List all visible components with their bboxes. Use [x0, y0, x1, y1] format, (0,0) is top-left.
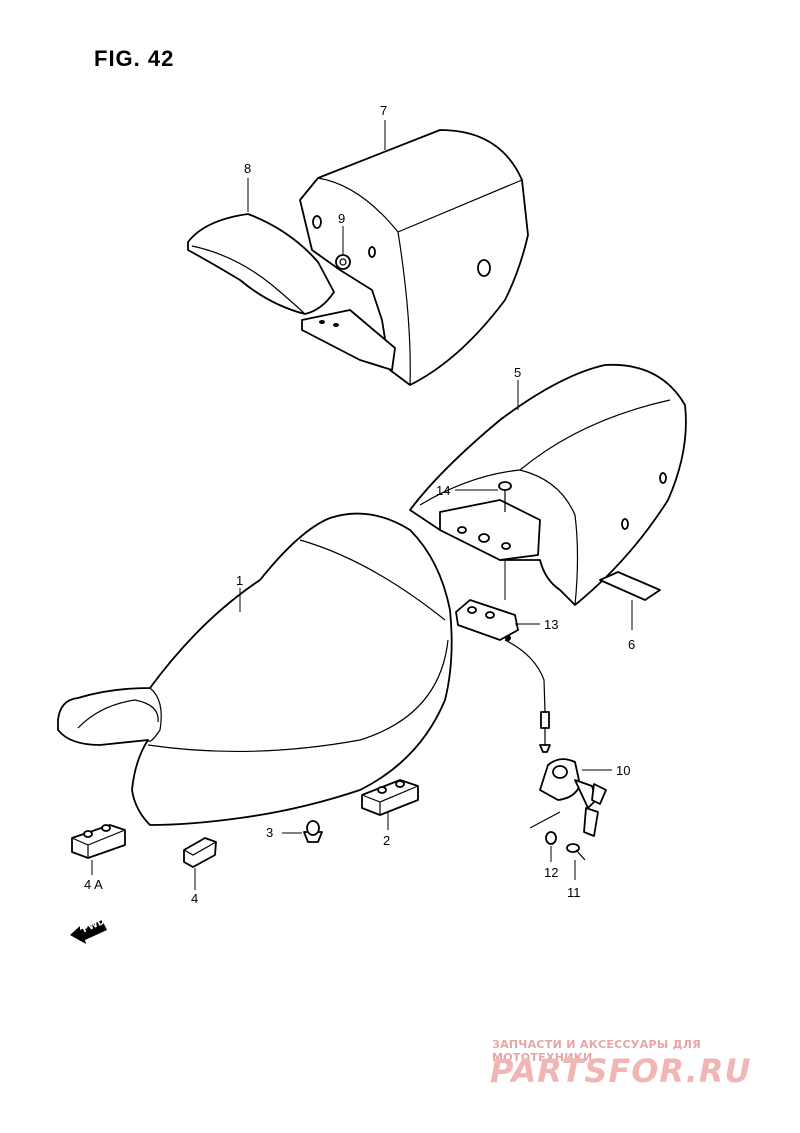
cushion-pad-part-4: [183, 837, 217, 868]
rear-seat: [409, 363, 687, 606]
callout-9: 9: [338, 211, 346, 226]
callout-4a: 4 A: [84, 877, 103, 892]
seat-lock-assembly: [539, 758, 607, 837]
screw-part-14: [498, 481, 512, 512]
callout-4: 4: [191, 891, 199, 906]
seat-tail-cowl: [299, 129, 529, 386]
figure-title: FIG. 42: [94, 46, 175, 71]
screw-part-11: [566, 843, 586, 861]
leader-lines: [91, 120, 633, 890]
pillion-pad: [187, 213, 335, 315]
stopper-part-3: [303, 820, 323, 843]
rubber-mount-part-2: [361, 779, 419, 816]
callout-10: 10: [616, 763, 631, 778]
callout-5: 5: [514, 365, 522, 380]
cowl-bracket: [301, 309, 396, 371]
watermark-logo: PARTSFOR.RU: [490, 1052, 752, 1090]
seat-lock-plate: [455, 599, 519, 641]
seat-lock-cable: [504, 639, 551, 753]
callout-6: 6: [628, 637, 636, 652]
callout-11: 11: [567, 885, 581, 900]
washer-part-12: [545, 831, 557, 845]
callout-8: 8: [244, 161, 252, 176]
callout-13: 13: [544, 617, 559, 632]
watermark-subtitle: ЗАПЧАСТИ И АКСЕССУАРЫ ДЛЯ МОТОТЕХНИКИ: [492, 1038, 702, 1064]
callout-3: 3: [266, 825, 274, 840]
callout-7: 7: [380, 103, 388, 118]
grommet-part-9: [335, 254, 351, 270]
callout-1: 1: [236, 573, 244, 588]
callout-2: 2: [383, 833, 391, 848]
rear-seat-bracket: [599, 571, 661, 601]
callout-14: 14: [436, 483, 451, 498]
fwd-arrow-icon: [70, 920, 107, 944]
callout-12: 12: [544, 865, 559, 880]
front-seat: [57, 512, 453, 826]
rubber-mount-part-4a: [71, 824, 126, 859]
